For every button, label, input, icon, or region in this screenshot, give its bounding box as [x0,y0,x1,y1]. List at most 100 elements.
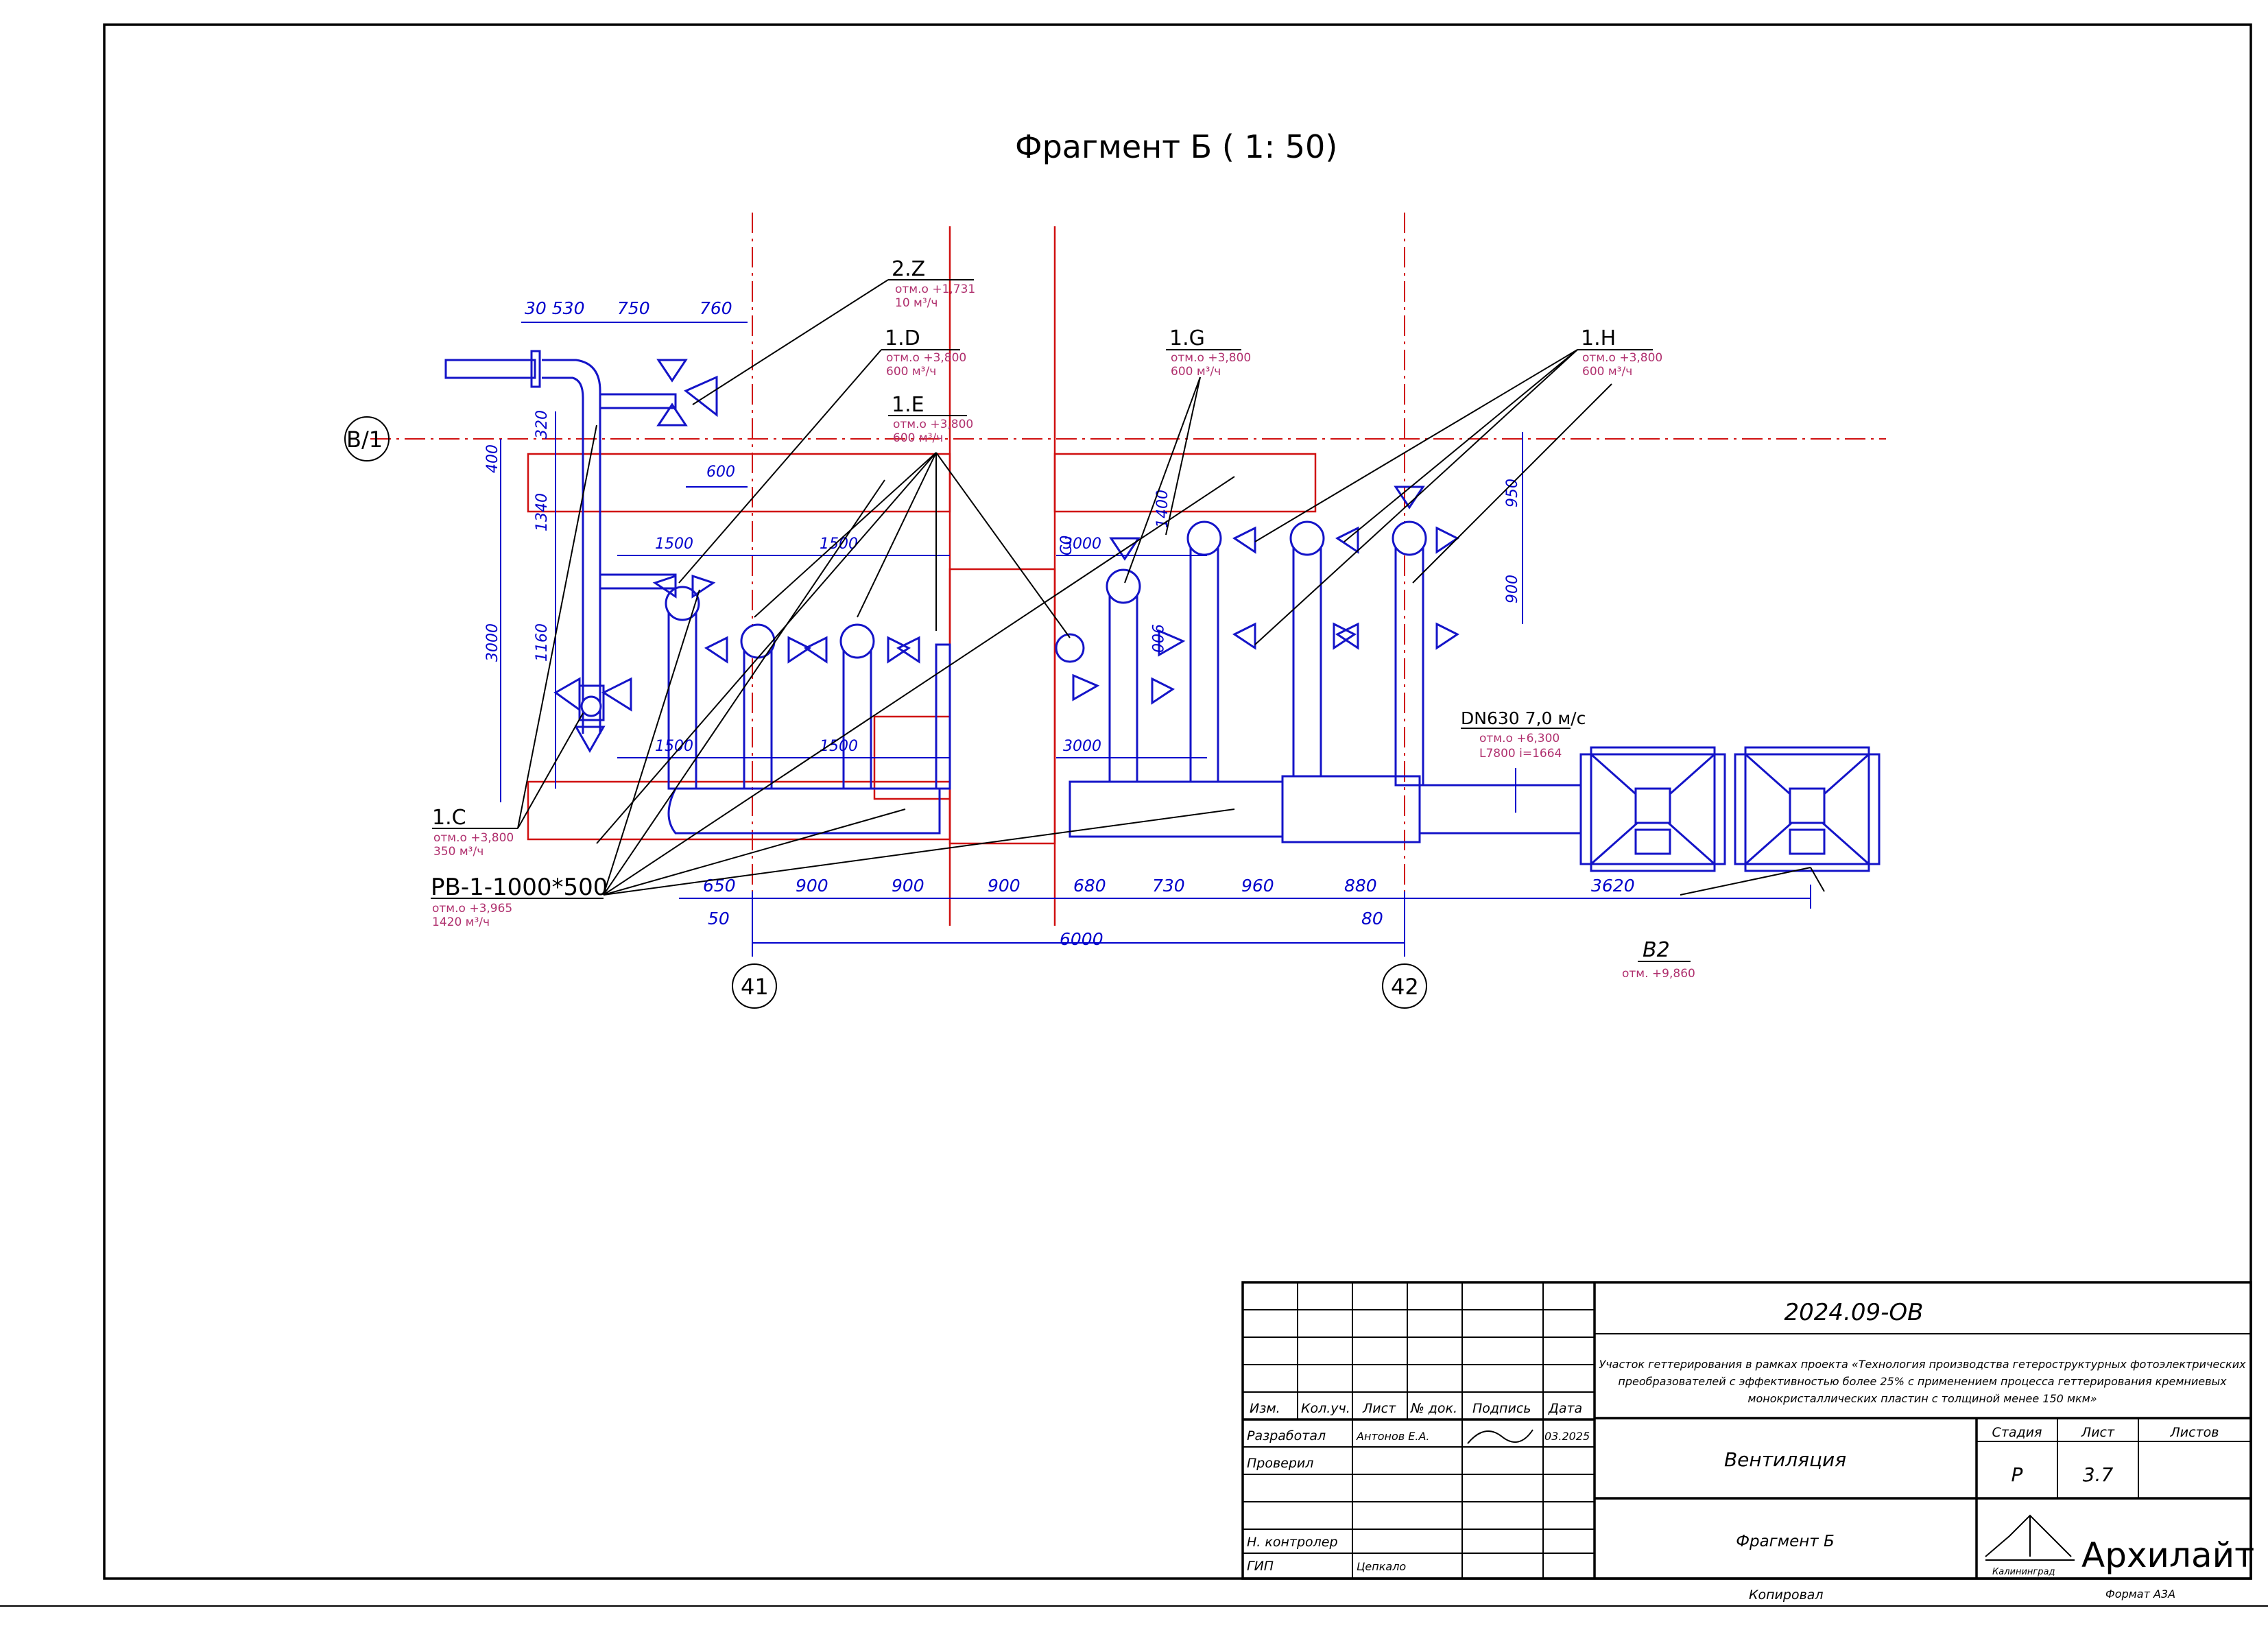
tb-stage-value: Р [2012,1463,2023,1486]
diffuser-icon [887,636,911,664]
ahu-body [1579,753,1726,865]
label-2z-flow: 10 м³/ч [895,296,938,310]
dim-bottom-900-a: 900 [796,876,828,896]
sheet-frame [103,23,2252,1580]
dimension-layer [500,322,1811,957]
riser-duct-outer [542,359,601,734]
logo-roof-icon [1985,1514,2072,1557]
diffuser-icon [652,574,677,599]
tb-norm-label: Н. контролер [1247,1535,1338,1550]
drop-8 [1394,540,1424,787]
label-dn630-len: L7800 i=1664 [1479,747,1562,760]
drop-4 [935,643,951,790]
axis-bubble-b1 [344,416,390,462]
cap-7 [1289,520,1325,556]
ahu-fan-icon [1634,787,1671,824]
dim-c0: C0 [1058,536,1075,555]
dim-1500-a: 1500 [655,536,693,553]
label-1d-elev: отм.о +3,800 [886,351,966,365]
diffuser-icon [1335,622,1359,650]
tb-header-sign: Подпись [1472,1401,1531,1416]
diffuser-icon [1232,622,1256,650]
leader-1c-a [517,424,597,829]
leader-1e-e [596,452,937,844]
dim-small-50: 50 [708,909,730,928]
beam-top-right [1053,453,1317,513]
diffuser-icon [553,677,581,712]
label-pb1-flow: 1420 м³/ч [432,915,490,929]
tb-description-line-2: преобразователей с эффективностью более … [1618,1375,2227,1388]
tb-description-line-3: монокристаллических пластин с толщиной м… [1747,1392,2097,1405]
leader-1h-a [1254,349,1578,542]
ahu-unit-2 [1734,746,1881,872]
riser-duct-inner [542,376,584,734]
tb-header-kol: Кол.уч. [1301,1401,1350,1416]
leader-1e-d [935,452,1071,638]
label-pb1-elev: отм.о +3,965 [432,902,512,915]
tb-header-izm: Изм. [1250,1401,1280,1416]
diffuser-icon [574,726,606,754]
trunk-section-2 [1069,780,1284,838]
diffuser-icon [1335,526,1359,554]
label-1d: 1.D [885,326,920,350]
dim-top-1: 30 530 [525,298,584,318]
leader-1h-b [1344,349,1578,542]
label-1c-flow: 350 м³/ч [433,845,484,859]
leader-lines [432,279,1825,896]
leader-1d [678,349,882,584]
dim-left-400: 400 [484,444,501,473]
dim-bottom-680: 680 [1073,876,1106,896]
label-dn630: DN630 7,0 м/с [1461,708,1586,728]
label-1e: 1.E [892,393,924,417]
company-logo [1985,1514,2075,1561]
tb-sheet-header: Лист [2081,1425,2115,1440]
dim-top-2: 750 [617,298,650,318]
leader-1h-c [1254,349,1578,645]
diffuser-icon [601,677,632,712]
label-2z: 2.Z [892,257,925,281]
axis-label-42: 42 [1391,974,1419,1000]
leader-1c-b [517,712,584,829]
axis-label-b1: В/1 [346,427,383,453]
tb-sheet-title: Фрагмент Б [1736,1533,1835,1550]
dim-bottom-3620: 3620 [1591,876,1635,896]
leader-ahu-b [1810,867,1825,892]
dim-left-1340: 1340 [534,493,551,531]
dim-3000-b: 3000 [1063,738,1101,755]
tb-document-code: 2024.09-ОВ [1784,1299,1924,1326]
label-pb1: PB-1-1000*500 [431,874,608,901]
drop-3 [842,643,872,790]
tb-header-date: Дата [1548,1401,1582,1416]
label-1h-flow: 600 м³/ч [1582,365,1632,379]
tb-gip-name: Цепкало [1357,1560,1406,1573]
duct-layer [444,350,1881,872]
diffuser-icon [1158,629,1186,657]
tb-company-name: Архилайт [2081,1535,2254,1575]
ahu-motor-icon [1634,828,1671,855]
diffuser-icon [656,403,688,427]
inlet-flange [530,350,541,388]
ahu-unit-1 [1579,746,1726,872]
dim-left-1160: 1160 [534,623,551,662]
dim-600: 600 [706,464,735,481]
label-1d-flow: 600 м³/ч [886,365,936,379]
diffuser-icon [1072,673,1100,702]
tb-sheets-header: Листов [2170,1425,2219,1440]
label-1c-elev: отм.о +3,800 [433,831,514,845]
dim-900-right: 900 [1504,575,1521,603]
leader-ahu [1680,867,1811,896]
axis-bubble-42 [1382,963,1427,1009]
dim-bottom-900-b: 900 [892,876,924,896]
tb-stage-header: Стадия [1992,1425,2042,1440]
trunk-section-1 [667,787,941,835]
cap-riser [580,695,602,717]
tb-copied: Копировал [1749,1587,1824,1603]
leader-1e-b [857,452,937,618]
leader-2z [692,279,889,405]
diffuser-icon [656,359,688,383]
label-b2: B2 [1643,938,1670,962]
beam-top-left [527,453,951,513]
tb-format: Формат А3А [2105,1587,2175,1601]
branch-1c [599,573,677,590]
diffuser-icon [787,636,811,664]
